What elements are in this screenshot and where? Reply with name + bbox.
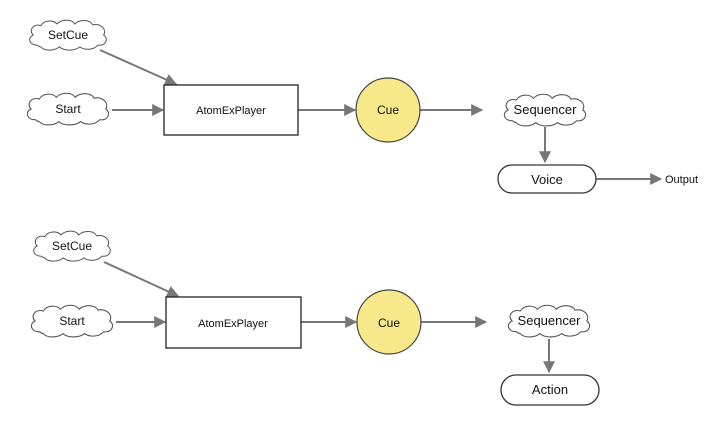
action-label: Action	[532, 382, 568, 397]
voice-label: Voice	[531, 172, 563, 187]
cue-label: Cue	[377, 103, 399, 117]
atomexplayer-label: AtomExPlayer	[198, 318, 268, 330]
sequencer-label: Sequencer	[518, 313, 582, 328]
setcue-label: SetCue	[48, 28, 88, 42]
setcue-node: SetCue	[29, 19, 107, 51]
cue-node: Cue	[356, 289, 422, 355]
sequencer-node: Sequencer	[503, 93, 587, 127]
sequencer-node: Sequencer	[507, 304, 591, 338]
edge-setcue-to-player	[99, 49, 178, 86]
diagram-1: SetCue Start AtomExPlayer Cue Sequencer …	[26, 19, 698, 194]
sequencer-label: Sequencer	[514, 102, 578, 117]
action-node: Action	[500, 374, 600, 406]
output-label: Output	[665, 174, 698, 186]
start-label: Start	[55, 102, 81, 116]
start-label: Start	[59, 314, 85, 328]
start-node: Start	[26, 92, 110, 126]
voice-node: Voice	[497, 164, 597, 194]
cue-label: Cue	[378, 316, 400, 330]
setcue-label: SetCue	[52, 239, 92, 253]
atomexplayer-node: AtomExPlayer	[163, 84, 299, 136]
atomexplayer-label: AtomExPlayer	[196, 105, 266, 117]
diagram-2: SetCue Start AtomExPlayer Cue Sequencer …	[30, 230, 600, 406]
cue-node: Cue	[355, 77, 421, 143]
atomexplayer-node: AtomExPlayer	[165, 296, 302, 349]
setcue-node: SetCue	[33, 230, 111, 262]
start-node: Start	[30, 304, 114, 338]
edge-setcue-to-player	[103, 261, 180, 297]
